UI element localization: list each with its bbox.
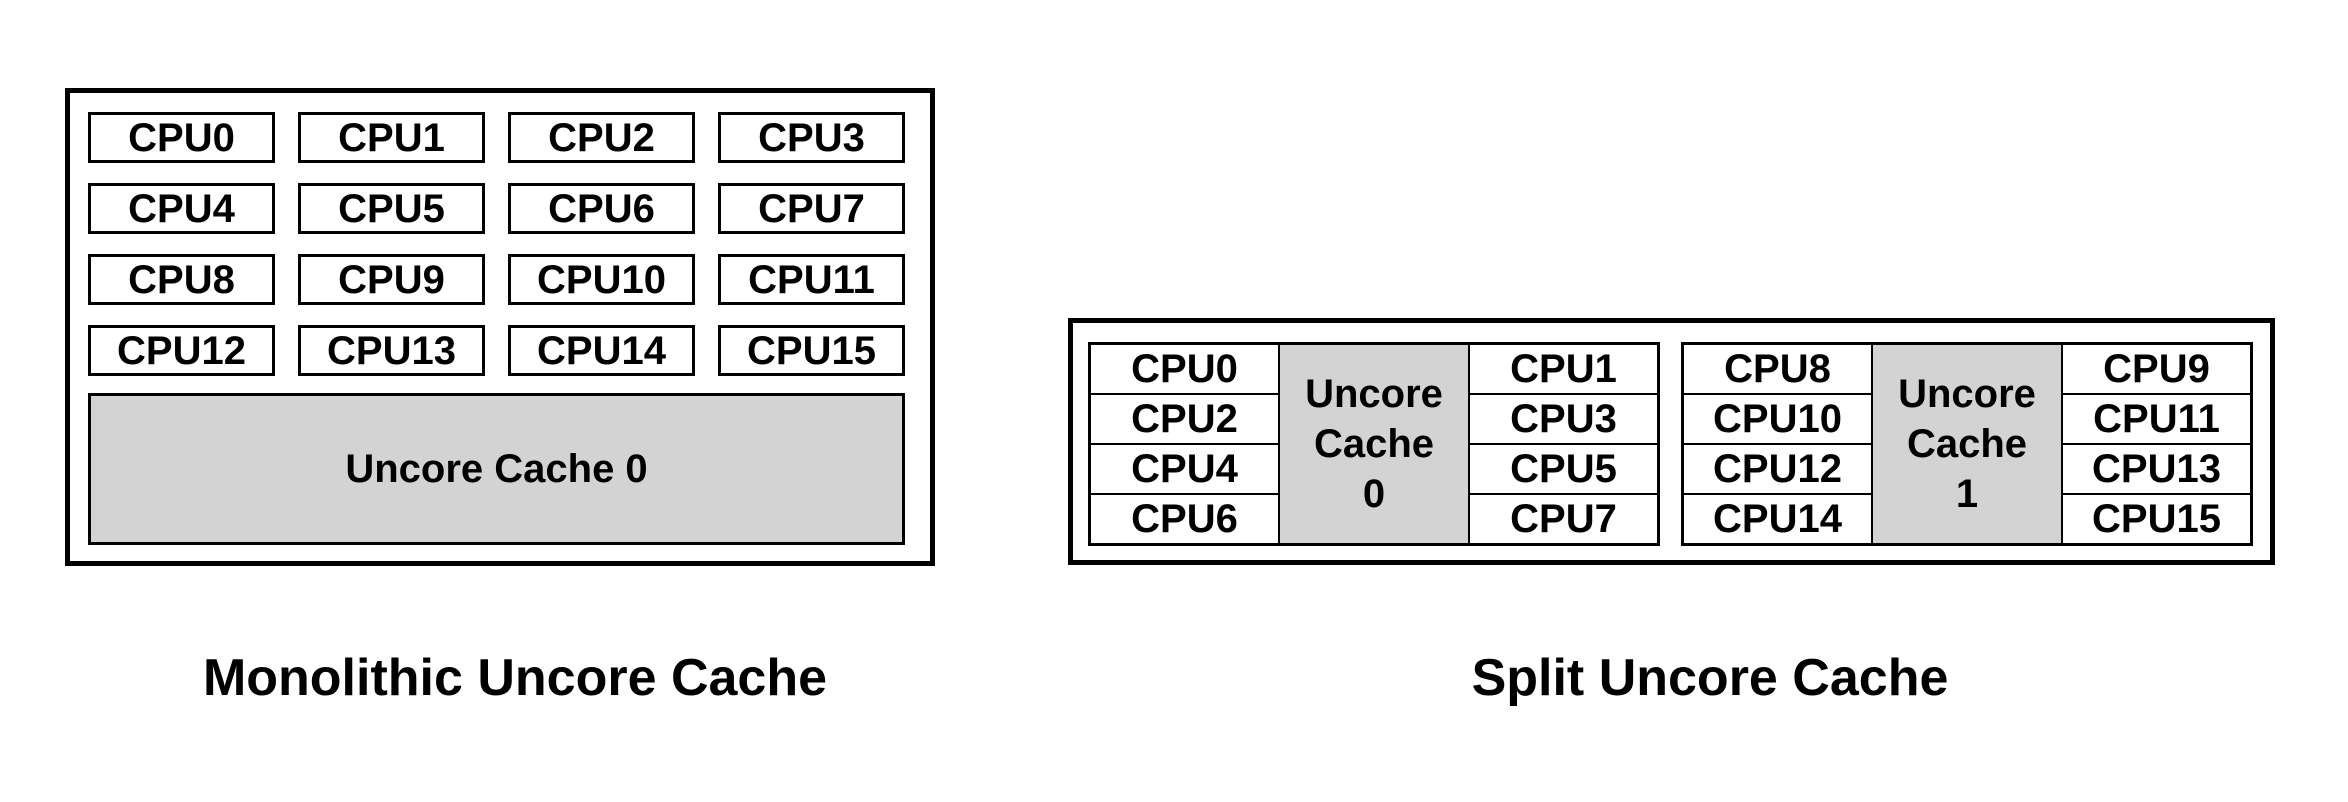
split-caption: Split Uncore Cache xyxy=(1471,649,1949,707)
uncore-cache-1-line-3: 1 xyxy=(1955,472,1979,516)
cpu-cell-3: CPU3 xyxy=(1470,395,1657,443)
uncore-cache-1-line-2: Cache xyxy=(1906,422,2028,466)
uncore-cache-0-line-2: Cache xyxy=(1313,422,1435,466)
cpu-box-11: CPU11 xyxy=(718,254,905,305)
cpu-cell-8: CPU8 xyxy=(1684,345,1871,393)
uncore-cache-1-cell: Uncore Cache 1 xyxy=(1873,345,2061,543)
cpu-box-9: CPU9 xyxy=(298,254,485,305)
cpu-box-7: CPU7 xyxy=(718,183,905,234)
cpu-box-6: CPU6 xyxy=(508,183,695,234)
cpu-cell-2: CPU2 xyxy=(1091,395,1278,443)
cpu-box-4: CPU4 xyxy=(88,183,275,234)
cpu-box-14: CPU14 xyxy=(508,325,695,376)
uncore-cache-1-line-1: Uncore xyxy=(1898,372,2036,416)
uncore-cache-0-line-1: Uncore xyxy=(1305,372,1443,416)
cpu-cell-13: CPU13 xyxy=(2063,445,2250,493)
cpu-box-12: CPU12 xyxy=(88,325,275,376)
cpu-box-5: CPU5 xyxy=(298,183,485,234)
cpu-box-2: CPU2 xyxy=(508,112,695,163)
uncore-cache-0-cell: Uncore Cache 0 xyxy=(1280,345,1468,543)
uncore-cache-0-bar: Uncore Cache 0 xyxy=(88,393,905,545)
cpu-cell-6: CPU6 xyxy=(1091,495,1278,543)
cpu-cell-4: CPU4 xyxy=(1091,445,1278,493)
cpu-box-10: CPU10 xyxy=(508,254,695,305)
split-uncore-box: CPU0 Uncore Cache 0 CPU1 CPU2 CPU3 CPU4 … xyxy=(1068,318,2275,565)
cpu-box-13: CPU13 xyxy=(298,325,485,376)
cpu-cell-1: CPU1 xyxy=(1470,345,1657,393)
monolithic-uncore-box: CPU0 CPU1 CPU2 CPU3 CPU4 CPU5 CPU6 CPU7 … xyxy=(65,88,935,566)
cpu-cell-0: CPU0 xyxy=(1091,345,1278,393)
cpu-box-0: CPU0 xyxy=(88,112,275,163)
cpu-cell-7: CPU7 xyxy=(1470,495,1657,543)
cpu-cell-15: CPU15 xyxy=(2063,495,2250,543)
monolithic-caption: Monolithic Uncore Cache xyxy=(202,649,828,707)
cpu-cell-12: CPU12 xyxy=(1684,445,1871,493)
cache-cluster-0: CPU0 Uncore Cache 0 CPU1 CPU2 CPU3 CPU4 … xyxy=(1088,342,1660,546)
cpu-box-3: CPU3 xyxy=(718,112,905,163)
uncore-cache-0-line-3: 0 xyxy=(1362,472,1386,516)
cpu-cell-10: CPU10 xyxy=(1684,395,1871,443)
cpu-cell-11: CPU11 xyxy=(2063,395,2250,443)
cache-cluster-1: CPU8 Uncore Cache 1 CPU9 CPU10 CPU11 CPU… xyxy=(1681,342,2253,546)
cpu-cell-5: CPU5 xyxy=(1470,445,1657,493)
cpu-box-15: CPU15 xyxy=(718,325,905,376)
cpu-box-8: CPU8 xyxy=(88,254,275,305)
cpu-box-1: CPU1 xyxy=(298,112,485,163)
monolithic-cpu-grid: CPU0 CPU1 CPU2 CPU3 CPU4 CPU5 CPU6 CPU7 … xyxy=(88,112,905,376)
cpu-cell-9: CPU9 xyxy=(2063,345,2250,393)
cpu-cell-14: CPU14 xyxy=(1684,495,1871,543)
